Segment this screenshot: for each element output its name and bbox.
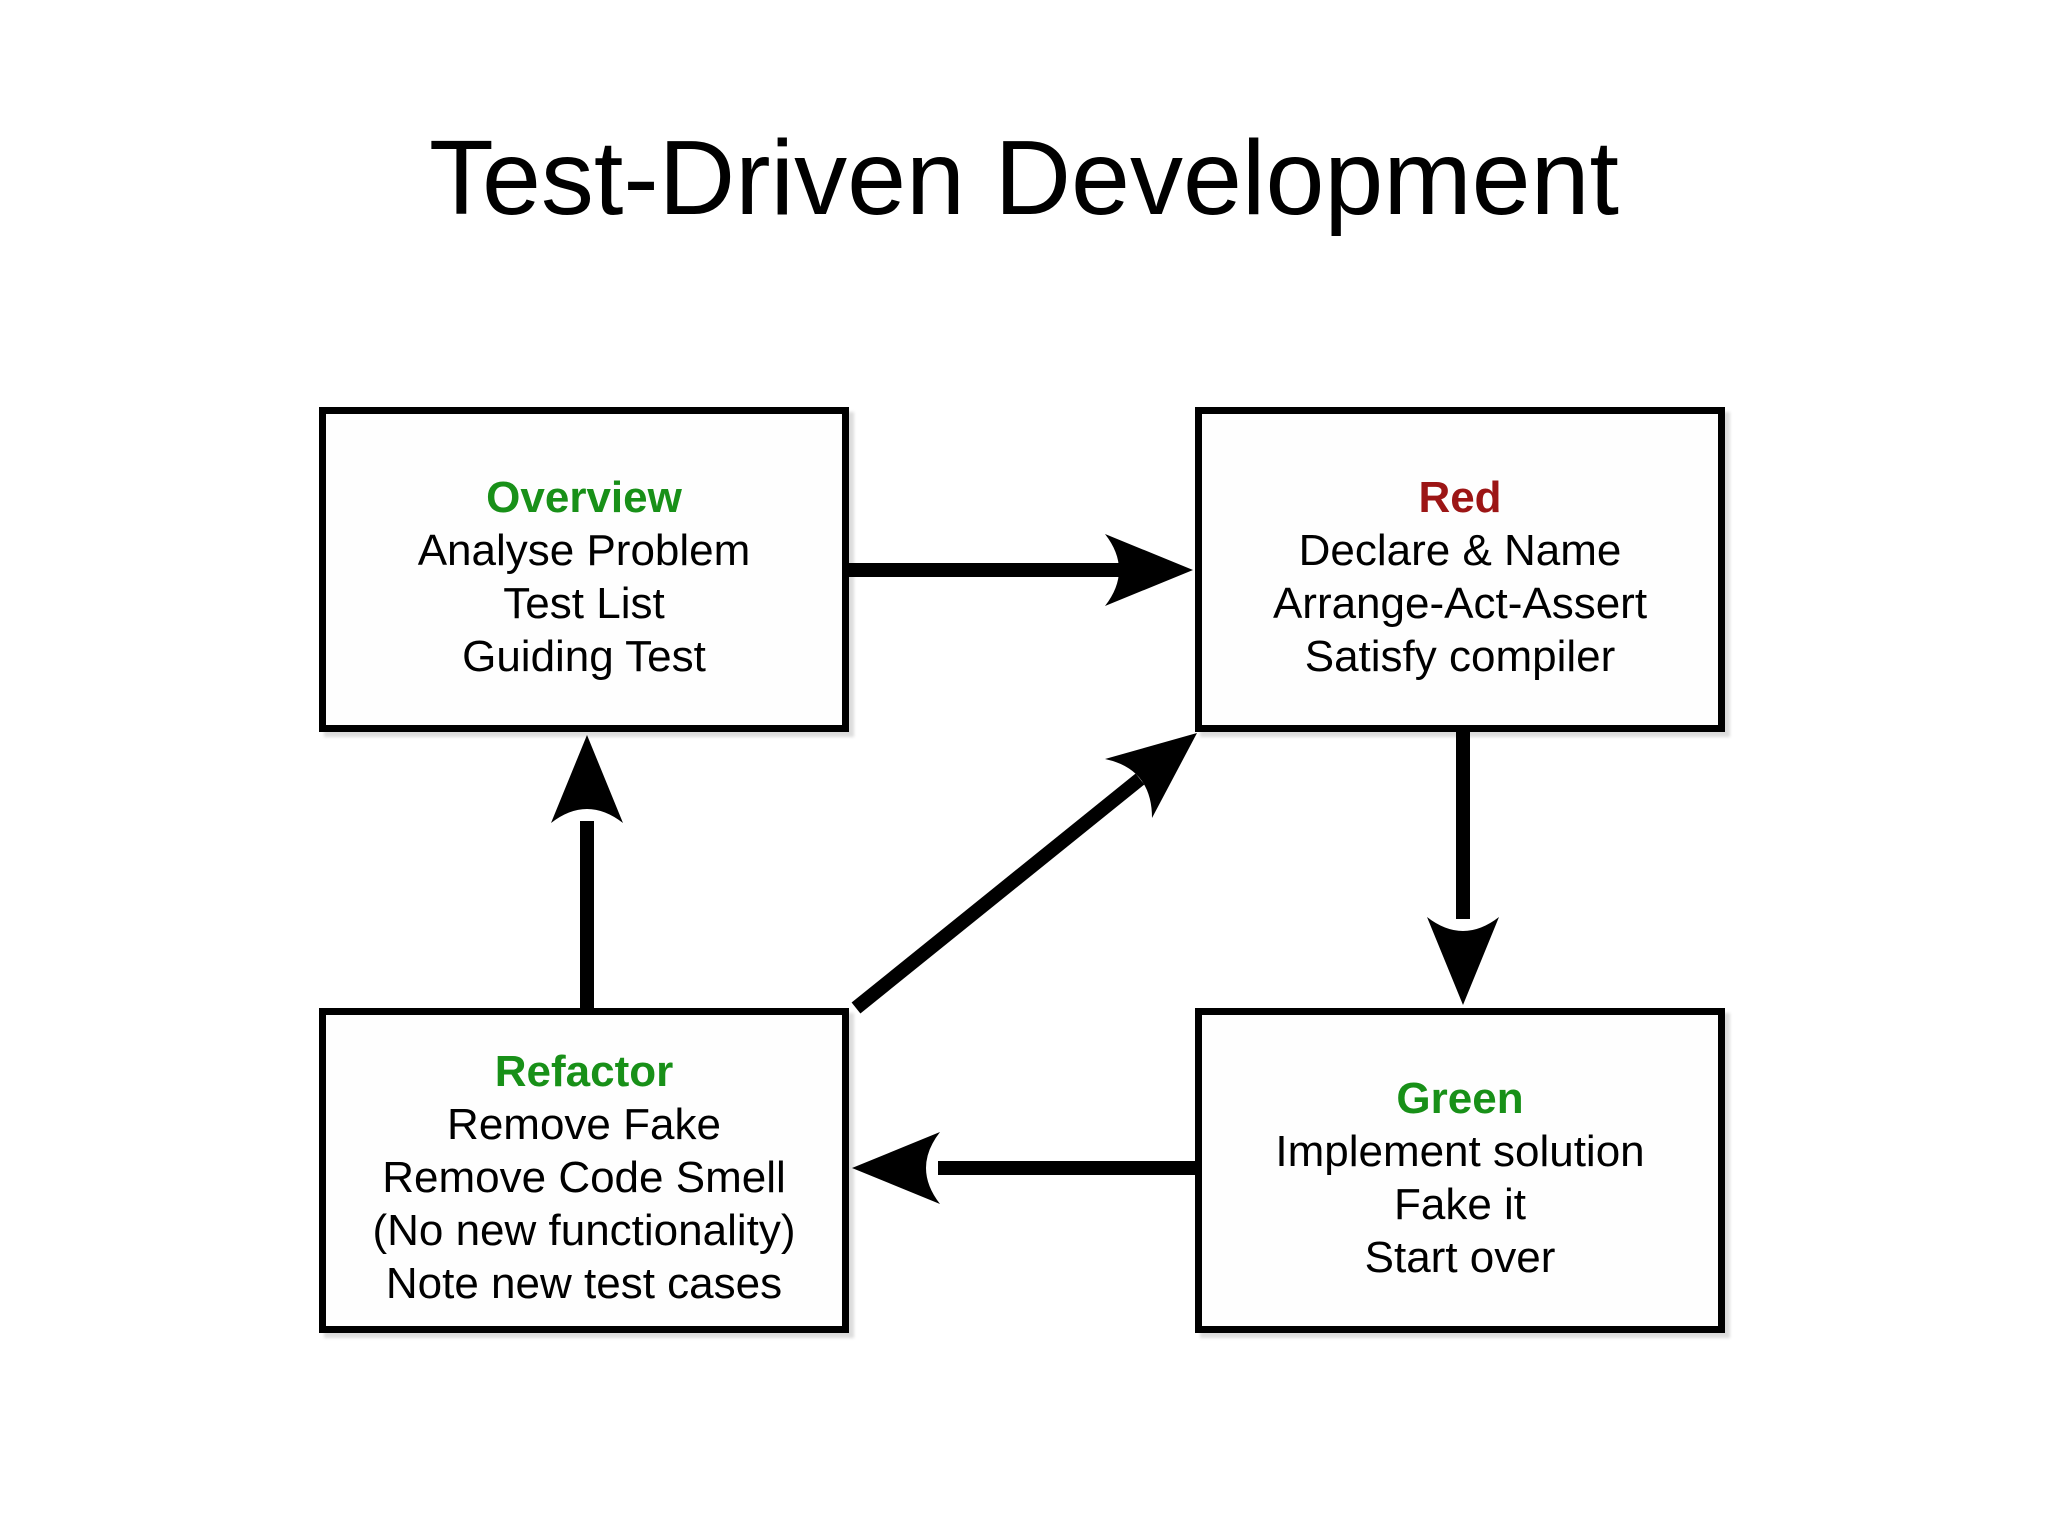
box-overview-line: Analyse Problem: [417, 525, 751, 575]
box-overview-line: Guiding Test: [462, 631, 706, 681]
box-refactor-line: (No new functionality): [372, 1206, 796, 1255]
box-refactor-line: Note new test cases: [385, 1259, 783, 1308]
box-green: Green Implement solution Fake it Start o…: [1195, 1008, 1725, 1333]
box-red-title: Red: [1418, 472, 1502, 522]
box-overview-line: Test List: [503, 578, 665, 628]
arrow-refactor-to-overview-icon: [551, 735, 623, 1010]
box-overview-title: Overview: [486, 472, 682, 522]
page-title: Test-Driven Development: [428, 119, 1619, 237]
box-green-line: Fake it: [1393, 1179, 1527, 1229]
box-red-line: Satisfy compiler: [1304, 631, 1616, 681]
box-red: Red Declare & Name Arrange-Act-Assert Sa…: [1195, 407, 1725, 732]
box-green-line: Implement solution: [1275, 1126, 1645, 1176]
arrow-refactor-to-red-icon: [851, 733, 1197, 1014]
box-green-title: Green: [1396, 1073, 1524, 1123]
arrow-green-to-refactor-icon: [852, 1132, 1196, 1204]
box-refactor-line: Remove Code Smell: [382, 1153, 786, 1202]
arrow-red-to-green-icon: [1427, 731, 1499, 1005]
arrow-overview-to-red-icon: [848, 534, 1193, 606]
box-red-line: Declare & Name: [1298, 525, 1622, 575]
box-overview: Overview Analyse Problem Test List Guidi…: [319, 407, 849, 732]
box-refactor-title: Refactor: [494, 1047, 674, 1096]
box-refactor-line: Remove Fake: [447, 1100, 721, 1149]
box-refactor: Refactor Remove Fake Remove Code Smell (…: [319, 1008, 849, 1333]
box-red-line: Arrange-Act-Assert: [1272, 578, 1648, 628]
box-green-line: Start over: [1364, 1232, 1556, 1282]
